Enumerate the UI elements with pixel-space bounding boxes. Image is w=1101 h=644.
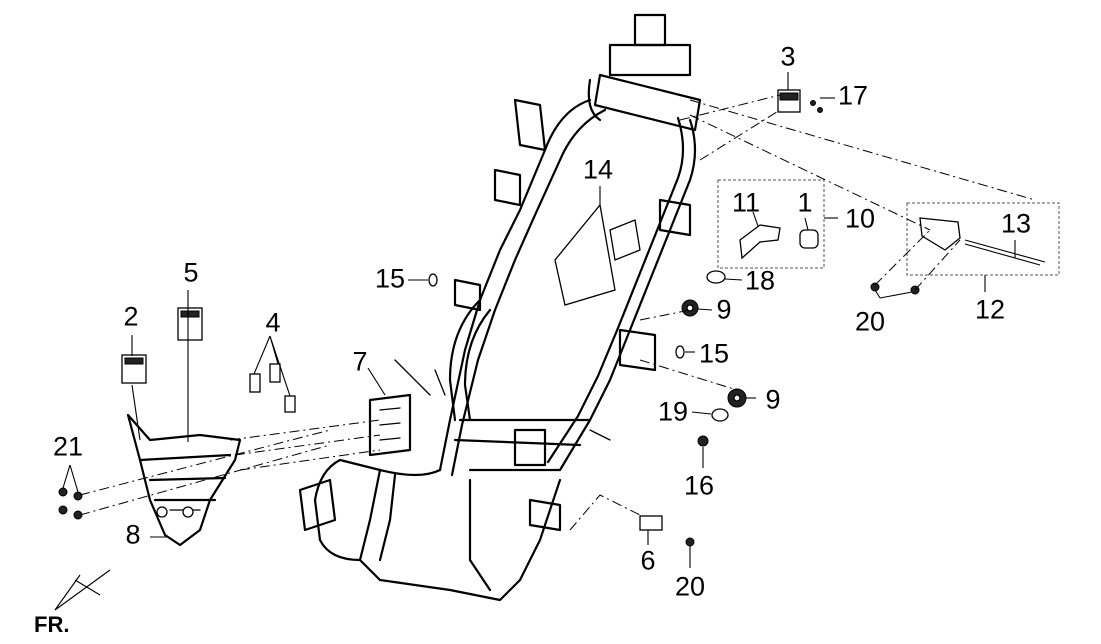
part-label-10: 10 [844, 203, 876, 234]
part-label-14: 14 [582, 154, 614, 185]
part-label-18: 18 [744, 265, 776, 296]
part-label-6: 6 [640, 545, 656, 576]
part-label-20a: 20 [854, 306, 886, 337]
part-label-16: 16 [683, 470, 715, 501]
leader-lines [62, 72, 1016, 568]
part-label-19: 19 [657, 396, 689, 427]
part-label-15b: 15 [698, 338, 730, 369]
part-label-2: 2 [123, 301, 139, 332]
main-frame [298, 13, 702, 602]
part-label-17: 17 [837, 80, 869, 111]
detail-box-10 [717, 179, 825, 269]
engine-hanger-bracket [126, 413, 242, 547]
small-parts [58, 89, 1046, 547]
front-direction-arrow [54, 569, 111, 611]
front-direction-label: FR. [34, 612, 70, 637]
part-label-4: 4 [265, 307, 281, 338]
part-label-13: 13 [1000, 208, 1032, 239]
part-label-9a: 9 [716, 294, 732, 325]
part-label-8: 8 [125, 519, 141, 550]
detail-box-12 [906, 202, 1060, 276]
part-label-9b: 9 [765, 384, 781, 415]
part-label-1: 1 [797, 187, 813, 218]
part-label-12: 12 [974, 294, 1006, 325]
part-label-7: 7 [352, 346, 368, 377]
part-label-20b: 20 [674, 571, 706, 602]
assembly-lines [79, 94, 1036, 531]
part-label-21: 21 [52, 431, 84, 462]
part-label-15a: 15 [374, 263, 406, 294]
part-label-11: 11 [731, 187, 761, 218]
part-label-5: 5 [183, 257, 199, 288]
part-label-3: 3 [780, 41, 796, 72]
